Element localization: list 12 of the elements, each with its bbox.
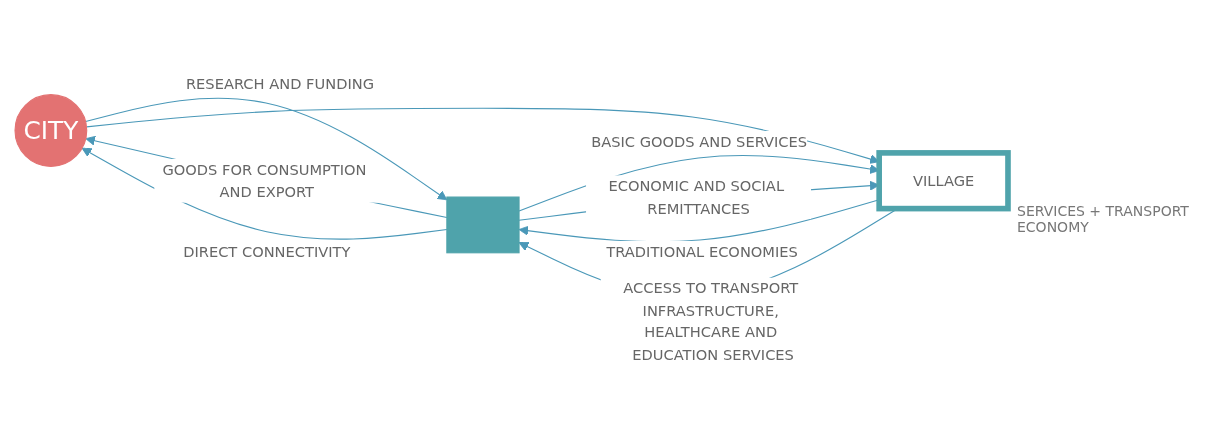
edge-label: TRADITIONAL ECONOMIES [606,242,798,260]
edge-label: BASIC GOODS AND SERVICES [591,132,808,150]
edge-label: GOODS FOR CONSUMPTION AND EXPORT [162,160,367,200]
arrow [85,97,448,201]
node-box [446,196,520,254]
edge-label: DIRECT CONNECTIVITY [183,243,351,261]
node-circle: CITY [14,93,88,167]
node-box: VILLAGE [876,149,1011,212]
note-text: SERVICES + TRANSPORT ECONOMY [1017,203,1190,235]
edge-label: RESEARCH AND FUNDING [185,75,375,92]
edge-label: ECONOMIC AND SOCIAL REMITTANCES [608,177,785,217]
edge-label: ACCESS TO TRANSPORT INFRASTRUCTURE, HEALTHCARE AND EDUCATION SERVICES [623,279,799,363]
